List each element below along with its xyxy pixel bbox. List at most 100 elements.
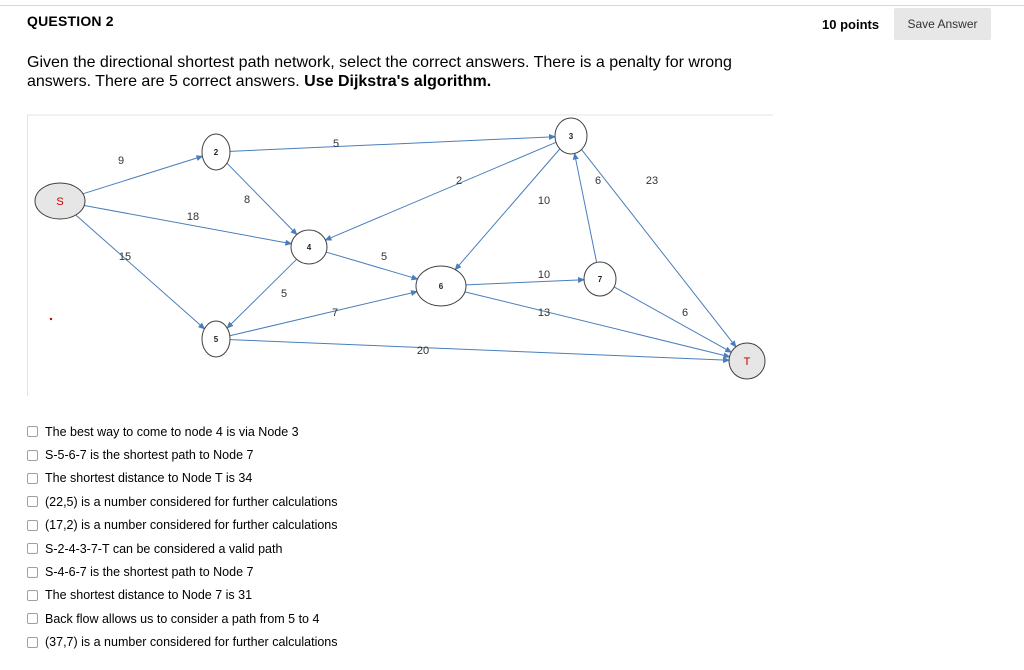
- option-checkbox[interactable]: [27, 613, 38, 625]
- node-circle-3: [554, 117, 588, 155]
- node-circle-5: [201, 320, 231, 358]
- edge-6-T: [464, 291, 731, 359]
- answer-options: The best way to come to node 4 is via No…: [27, 420, 338, 654]
- option-checkbox[interactable]: [27, 496, 38, 508]
- option-label: The best way to come to node 4 is via No…: [45, 424, 299, 439]
- node-circle-2: [201, 133, 231, 171]
- node-5: 5: [201, 320, 231, 358]
- prompt-text: Given the directional shortest path netw…: [27, 54, 732, 90]
- node-label-T: T: [744, 356, 751, 368]
- edge-weight-7-3: 6: [595, 175, 601, 187]
- edge-2-3: [229, 133, 557, 152]
- node-label-5: 5: [214, 335, 219, 344]
- option-checkbox[interactable]: [27, 543, 38, 555]
- points-label: 10 points: [822, 17, 880, 32]
- option-checkbox[interactable]: [27, 636, 38, 648]
- node-label-6: 6: [439, 282, 444, 291]
- question-title: QUESTION 2: [27, 13, 114, 29]
- node-T: T: [728, 342, 766, 380]
- edge-4-5: [226, 258, 297, 329]
- option-label: The shortest distance to Node 7 is 31: [45, 588, 253, 603]
- edge-weight-S-4: 18: [187, 211, 199, 223]
- option-checkbox[interactable]: [27, 449, 38, 461]
- edge-weight-6-7: 10: [538, 269, 550, 281]
- option-item[interactable]: Back flow allows us to consider a path f…: [27, 607, 338, 630]
- edge-weight-4-6: 5: [381, 251, 387, 263]
- edge-weight-S-5: 15: [119, 251, 131, 263]
- option-item[interactable]: S-5-6-7 is the shortest path to Node 7: [27, 443, 338, 466]
- node-4: 4: [290, 229, 328, 265]
- edge-5-T: [229, 339, 731, 364]
- weights-layer: 9 18 15 5 8 2 10 23 5 5 7 20 10 13 6 6: [118, 138, 688, 357]
- edge-weight-2-3: 5: [333, 138, 339, 150]
- option-label: (37,7) is a number considered for furthe…: [45, 635, 338, 650]
- edge-5-6: [229, 290, 418, 337]
- edge-weight-6-T: 13: [538, 307, 550, 319]
- node-7: 7: [583, 261, 617, 297]
- edge-3-4: [324, 141, 557, 241]
- node-S: S: [34, 182, 86, 220]
- option-item[interactable]: (17,2) is a number considered for furthe…: [27, 514, 338, 537]
- stray-dot: [49, 317, 53, 321]
- edges-layer: [75, 133, 737, 364]
- option-item[interactable]: (22,5) is a number considered for furthe…: [27, 490, 338, 513]
- edge-weight-3-6: 10: [538, 195, 550, 207]
- option-item[interactable]: S-2-4-3-7-T can be considered a valid pa…: [27, 537, 338, 560]
- option-checkbox[interactable]: [27, 566, 38, 578]
- edge-weight-7-T: 6: [682, 307, 688, 319]
- node-circle-6: [415, 265, 467, 307]
- node-label-S: S: [56, 196, 63, 208]
- top-divider: [0, 5, 1024, 6]
- edge-4-6: [326, 251, 419, 281]
- save-answer-button[interactable]: Save Answer: [894, 8, 991, 40]
- node-label-4: 4: [307, 243, 312, 252]
- option-item[interactable]: S-4-6-7 is the shortest path to Node 7: [27, 560, 338, 583]
- option-label: Back flow allows us to consider a path f…: [45, 611, 320, 626]
- edge-weight-5-T: 20: [417, 345, 429, 357]
- edge-weight-4-5: 5: [281, 288, 287, 300]
- node-label-7: 7: [598, 275, 603, 284]
- edge-3-T: [581, 149, 737, 348]
- edge-S-2: [82, 155, 204, 195]
- edge-weight-3-T: 23: [646, 175, 658, 187]
- edge-6-7: [465, 276, 586, 286]
- node-circle-4: [290, 229, 328, 265]
- node-label-3: 3: [569, 132, 574, 141]
- option-item[interactable]: The best way to come to node 4 is via No…: [27, 420, 338, 443]
- option-label: (17,2) is a number considered for furthe…: [45, 518, 338, 533]
- edge-S-4: [84, 204, 293, 246]
- node-circle-7: [583, 261, 617, 297]
- option-checkbox[interactable]: [27, 426, 38, 438]
- edge-7-T: [613, 286, 733, 353]
- option-label: S-5-6-7 is the shortest path to Node 7: [45, 448, 254, 463]
- option-label: S-2-4-3-7-T can be considered a valid pa…: [45, 541, 283, 556]
- option-checkbox[interactable]: [27, 519, 38, 531]
- edge-weight-3-4: 2: [456, 175, 462, 187]
- question-prompt: Given the directional shortest path netw…: [27, 53, 787, 91]
- edge-S-5: [75, 214, 206, 330]
- node-3: 3: [554, 117, 588, 155]
- option-item[interactable]: The shortest distance to Node T is 34: [27, 467, 338, 490]
- edge-weight-2-4: 8: [244, 194, 250, 206]
- edge-weight-5-6: 7: [332, 307, 338, 319]
- option-label: The shortest distance to Node T is 34: [45, 471, 253, 486]
- node-circle-S: [34, 182, 86, 220]
- edge-weight-S-2: 9: [118, 155, 124, 167]
- node-circle-T: [728, 342, 766, 380]
- prompt-bold-text: Use Dijkstra's algorithm.: [304, 73, 492, 90]
- option-item[interactable]: The shortest distance to Node 7 is 31: [27, 584, 338, 607]
- option-checkbox[interactable]: [27, 589, 38, 601]
- node-6: 6: [415, 265, 467, 307]
- option-item[interactable]: (37,7) is a number considered for furthe…: [27, 631, 338, 654]
- node-label-2: 2: [214, 148, 219, 157]
- node-2: 2: [201, 133, 231, 171]
- option-checkbox[interactable]: [27, 472, 38, 484]
- option-label: (22,5) is a number considered for furthe…: [45, 494, 338, 509]
- edge-7-3: [572, 152, 598, 263]
- edge-3-6: [454, 148, 561, 271]
- option-label: S-4-6-7 is the shortest path to Node 7: [45, 565, 254, 580]
- edge-2-4: [226, 162, 298, 236]
